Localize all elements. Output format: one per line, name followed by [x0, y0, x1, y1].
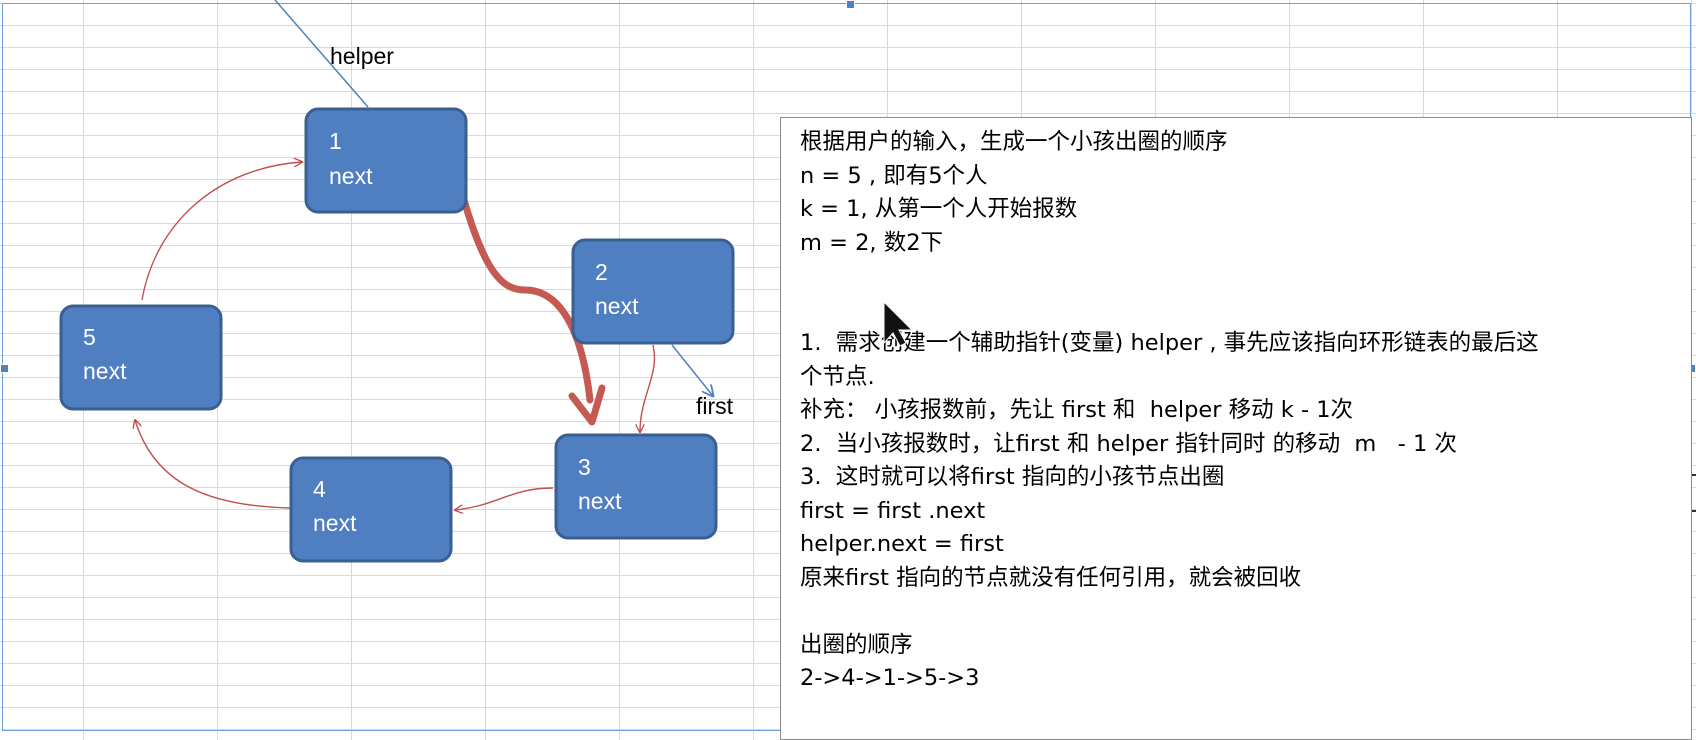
explanation-textbox[interactable]: 根据用户的输入，生成一个小孩出圈的顺序 n = 5 , 即有5个人 k = 1, 从…	[780, 117, 1692, 740]
node-4-label: next	[313, 510, 357, 536]
node-4-id: 4	[313, 476, 326, 502]
note-line: k = 1, 从第一个人开始报数	[800, 196, 1078, 222]
note-line: 补充： 小孩报数前，先让 first 和 helper 移动 k - 1次	[800, 397, 1354, 423]
node-5-id: 5	[83, 324, 96, 350]
edge-tick	[1690, 474, 1696, 476]
note-line	[800, 595, 1673, 629]
note-line: m = 2, 数2下	[800, 229, 944, 256]
note-line: 1. 需求创建一个辅助指针(变量) helper , 事先应该指向环形链表的最后…	[800, 330, 1539, 356]
edge-tick	[1690, 510, 1696, 512]
note-line: 根据用户的输入，生成一个小孩出圈的顺序	[800, 129, 1228, 155]
note-line: 3. 这时就可以将first 指向的小孩节点出圈	[800, 464, 1225, 490]
node-5: 5 next	[59, 304, 223, 411]
note-line: 出圈的顺序	[800, 631, 913, 658]
note-line: helper.next = first	[800, 531, 1004, 557]
link-3-to-4	[455, 487, 554, 510]
helper-pointer-line	[274, 0, 369, 108]
helper-label: helper	[330, 43, 394, 69]
note-line: 2->4->1->5->3	[800, 665, 980, 691]
note-line: 2. 当小孩报数时，让first 和 helper 指针同时 的移动 m - 1…	[800, 430, 1457, 457]
move-arrow-head	[568, 384, 606, 426]
node-3-id: 3	[578, 454, 591, 480]
node-3-label: next	[578, 488, 622, 514]
first-pointer-arrow	[671, 344, 713, 396]
node-1-id: 1	[329, 128, 342, 154]
link-2-to-3	[640, 344, 656, 432]
move-arrow-1-to-3	[448, 151, 594, 404]
node-1: 1 next	[304, 107, 468, 214]
node-3: 3 next	[554, 433, 718, 540]
note-line: n = 5 , 即有5个人	[800, 162, 988, 189]
node-1-label: next	[329, 163, 373, 189]
link-4-to-5	[135, 420, 291, 509]
note-line: 个节点.	[800, 363, 875, 390]
resize-handle-top[interactable]	[846, 0, 855, 9]
resize-handle-left[interactable]	[0, 364, 9, 373]
link-5-to-1	[141, 162, 302, 301]
first-label: first	[696, 393, 734, 419]
node-2-id: 2	[595, 259, 608, 285]
note-line	[800, 294, 1673, 328]
note-line	[800, 260, 1673, 294]
node-4: 4 next	[289, 456, 453, 563]
note-line: 原来first 指向的节点就没有任何引用，就会被回收	[800, 564, 1302, 591]
node-2-label: next	[595, 293, 639, 319]
node-5-label: next	[83, 358, 127, 384]
note-line: first = first .next	[800, 497, 986, 524]
node-2: 2 next	[571, 238, 735, 345]
